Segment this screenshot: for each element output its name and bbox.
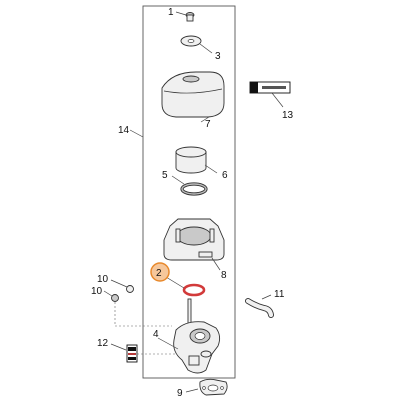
leader-3 [199, 43, 213, 54]
leader-1 [175, 11, 187, 16]
label-8: 8 [221, 270, 227, 281]
leader-7 [200, 116, 210, 123]
assembly-frame [142, 5, 236, 379]
o-ring-part[interactable] [182, 283, 206, 297]
leader-5 [171, 175, 185, 185]
leader-9 [185, 388, 199, 393]
plug-part-lower[interactable] [111, 294, 119, 302]
gasket-part[interactable] [180, 182, 208, 196]
leader-10b [103, 290, 113, 297]
label-sticker-part[interactable] [249, 81, 291, 94]
small-sticker-part[interactable] [126, 344, 138, 363]
leader-12 [110, 343, 127, 351]
label-11: 11 [274, 289, 285, 300]
filter-cover-part[interactable] [161, 71, 225, 118]
label-2: 2 [156, 268, 162, 279]
label-4: 4 [153, 329, 159, 340]
leader-13 [271, 92, 284, 108]
flange-gasket-part[interactable] [199, 378, 228, 396]
label-12: 12 [97, 338, 109, 349]
label-6: 6 [222, 170, 228, 181]
leader-14 [129, 129, 144, 138]
label-7: 7 [205, 119, 211, 130]
label-10b: 10 [91, 286, 103, 297]
label-3: 3 [215, 51, 221, 62]
label-1: 1 [168, 7, 174, 18]
dashed-guide-plug [114, 302, 172, 327]
leader-6 [204, 164, 218, 174]
screw-part[interactable] [185, 12, 195, 22]
carburetor-part[interactable] [173, 298, 221, 374]
label-9: 9 [177, 388, 183, 399]
label-10a: 10 [97, 274, 109, 285]
hose-part[interactable] [245, 298, 274, 318]
leader-11 [261, 294, 272, 300]
highlight-callout [150, 262, 170, 282]
washer-part[interactable] [180, 35, 202, 47]
filter-housing-part[interactable] [163, 218, 225, 261]
filter-element-part[interactable] [175, 146, 207, 174]
label-5: 5 [162, 170, 168, 181]
leader-4 [157, 337, 179, 350]
leader-2 [165, 276, 185, 289]
label-14: 14 [118, 125, 130, 136]
plug-part-upper[interactable] [126, 285, 134, 293]
leader-10a [110, 279, 128, 288]
leader-8 [211, 257, 221, 271]
label-13: 13 [282, 110, 294, 121]
